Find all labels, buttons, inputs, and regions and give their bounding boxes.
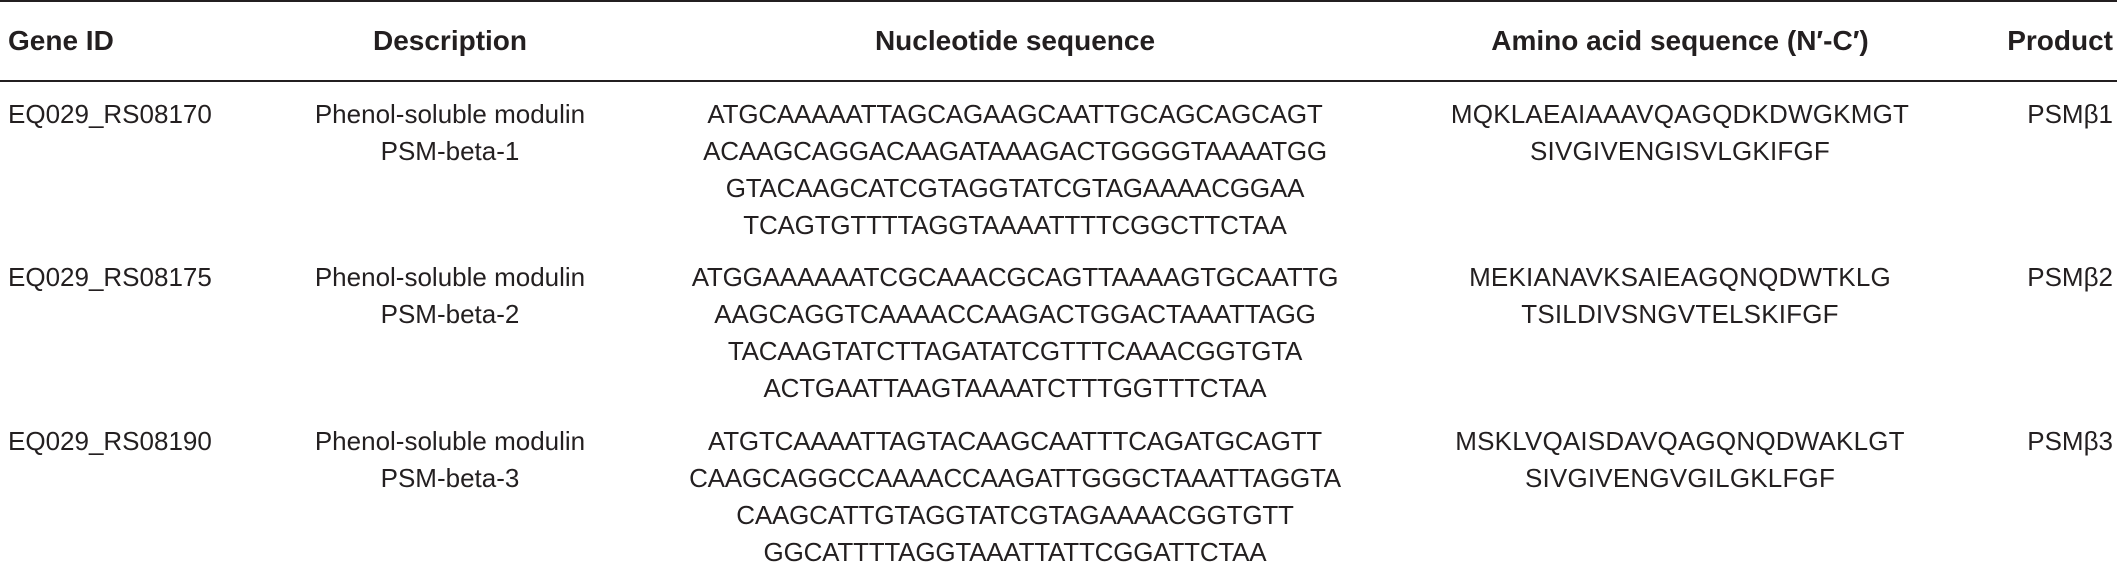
product-cell: PSMβ1 <box>2027 99 2113 129</box>
table-row: EQ029_RS08175 Phenol-soluble modulin PSM… <box>0 245 2117 409</box>
description-line: PSM-beta-2 <box>380 299 520 329</box>
product-cell: PSMβ3 <box>2027 426 2113 456</box>
gene-id-cell: EQ029_RS08170 <box>8 99 212 129</box>
nucleotide-line: ATGCAAAAATTAGCAGAAGCAATTGCAGCAGCAGT <box>707 99 1323 129</box>
nucleotide-line: ATGGAAAAAATCGCAAACGCAGTTAAAAGTGCAATTG <box>691 262 1339 292</box>
header-row: Gene ID Description Nucleotide sequence … <box>0 0 2117 82</box>
description-cell: Phenol-soluble modulin PSM-beta-1 <box>270 81 630 245</box>
gene-id-cell: EQ029_RS08175 <box>8 262 212 292</box>
amino-acid-sequence-cell: MQKLAEAIAAAVQAGQDKDWGKMGT SIVGIVENGISVLG… <box>1400 81 1960 245</box>
product-cell: PSMβ2 <box>2027 262 2113 292</box>
description-line: Phenol-soluble modulin <box>314 99 586 129</box>
nucleotide-sequence-cell: ATGCAAAAATTAGCAGAAGCAATTGCAGCAGCAGT ACAA… <box>630 81 1400 245</box>
header-amino-acid-sequence: Amino acid sequence (N′-C′) <box>1400 0 1960 82</box>
amino-acid-line: MQKLAEAIAAAVQAGQDKDWGKMGT <box>1450 99 1910 129</box>
nucleotide-line: GTACAAGCATCGTAGGTATCGTAGAAAACGGAA <box>725 173 1305 203</box>
nucleotide-line: GGCATTTTAGGTAAATTATTCGGATTCTAA <box>763 537 1267 567</box>
header-gene-id: Gene ID <box>0 0 270 82</box>
amino-acid-line: TSILDIVSNGVTELSKIFGF <box>1521 299 1839 329</box>
amino-acid-line: MSKLVQAISDAVQAGQNQDWAKLGT <box>1455 426 1905 456</box>
table-row: EQ029_RS08190 Phenol-soluble modulin PSM… <box>0 409 2117 573</box>
amino-acid-line: SIVGIVENGVGILGKLFGF <box>1524 463 1836 493</box>
amino-acid-line: MEKIANAVKSAIEAGQNQDWTKLG <box>1469 262 1891 292</box>
nucleotide-line: AAGCAGGTCAAAACCAAGACTGGACTAAATTAGG <box>714 299 1316 329</box>
nucleotide-line: TCAGTGTTTTAGGTAAAATTTTCGGCTTCTAA <box>743 210 1287 240</box>
table-body: EQ029_RS08170 Phenol-soluble modulin PSM… <box>0 81 2117 573</box>
description-line: PSM-beta-3 <box>380 463 520 493</box>
table-header: Gene ID Description Nucleotide sequence … <box>0 0 2117 82</box>
amino-acid-sequence-cell: MEKIANAVKSAIEAGQNQDWTKLG TSILDIVSNGVTELS… <box>1400 245 1960 409</box>
description-line: PSM-beta-1 <box>380 136 520 166</box>
nucleotide-line: TACAAGTATCTTAGATATCGTTTCAAACGGTGTA <box>727 336 1303 366</box>
description-cell: Phenol-soluble modulin PSM-beta-2 <box>270 245 630 409</box>
nucleotide-line: CAAGCATTGTAGGTATCGTAGAAAACGGTGTT <box>736 500 1294 530</box>
amino-acid-line: SIVGIVENGISVLGKIFGF <box>1530 136 1830 166</box>
header-product: Product <box>1960 0 2117 82</box>
nucleotide-line: CAAGCAGGCCAAAACCAAGATTGGGCTAAATTAGGTA <box>689 463 1341 493</box>
description-cell: Phenol-soluble modulin PSM-beta-3 <box>270 409 630 573</box>
nucleotide-line: ACTGAATTAAGTAAAATCTTTGGTTTCTAA <box>763 373 1267 403</box>
description-line: Phenol-soluble modulin <box>314 426 586 456</box>
header-nucleotide-sequence: Nucleotide sequence <box>630 0 1400 82</box>
nucleotide-sequence-cell: ATGTCAAAATTAGTACAAGCAATTTCAGATGCAGTT CAA… <box>630 409 1400 573</box>
header-description: Description <box>270 0 630 82</box>
description-line: Phenol-soluble modulin <box>314 262 586 292</box>
nucleotide-line: ATGTCAAAATTAGTACAAGCAATTTCAGATGCAGTT <box>708 426 1322 456</box>
table-row: EQ029_RS08170 Phenol-soluble modulin PSM… <box>0 81 2117 245</box>
nucleotide-sequence-cell: ATGGAAAAAATCGCAAACGCAGTTAAAAGTGCAATTG AA… <box>630 245 1400 409</box>
nucleotide-line: ACAAGCAGGACAAGATAAAGACTGGGGTAAAATGG <box>703 136 1327 166</box>
amino-acid-sequence-cell: MSKLVQAISDAVQAGQNQDWAKLGT SIVGIVENGVGILG… <box>1400 409 1960 573</box>
gene-id-cell: EQ029_RS08190 <box>8 426 212 456</box>
